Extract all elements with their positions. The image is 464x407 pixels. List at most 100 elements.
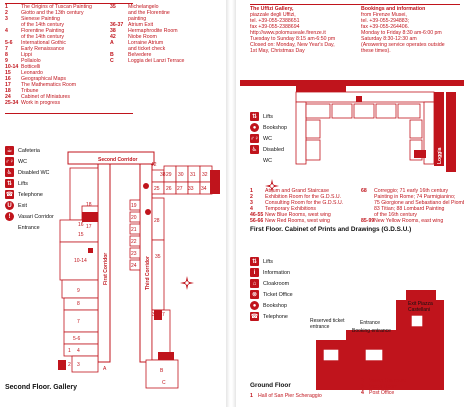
room-entry: 83 Titian; 88 Lombard Painting — [361, 206, 464, 212]
exit-icon: U — [5, 201, 14, 210]
room-label: 83 Titian; 88 Lombard Painting — [374, 206, 445, 212]
legend-item: ⇅Lifts — [250, 256, 293, 267]
second-corridor-label: Second Corridor — [98, 157, 138, 163]
room-33: 33 — [188, 186, 194, 192]
first-floor-title: First Floor. Cabinet of Prints and Drawi… — [250, 226, 412, 233]
info-line: Bookings and information — [361, 6, 426, 12]
info-line: Monday to Friday 8:30 am-6:00 pm — [361, 30, 442, 36]
room-entry: and ticket check — [110, 46, 184, 52]
room-10-14: 10-14 — [74, 258, 87, 264]
info-line: Saturday 8:30-12:30 am — [361, 36, 417, 42]
legend-item: ☎Telephone — [250, 311, 293, 322]
room-number: 1 — [250, 188, 253, 194]
lifts-icon — [88, 248, 93, 253]
room-25: 25 — [154, 186, 160, 192]
room-label: Atrium Exit — [128, 22, 154, 28]
room-number: 2 — [361, 378, 364, 384]
room-label: Pollaiolo — [21, 58, 41, 64]
legend-label: Lifts — [263, 258, 273, 265]
bottom-rule — [5, 113, 133, 114]
section-band — [240, 80, 464, 86]
legend-label: Lifts — [18, 180, 28, 187]
legend-label: Cafeteria — [18, 147, 40, 154]
info-line: piazzale degli Uffizi, — [250, 12, 296, 18]
gallery-contact-info: The Uffizi Gallery,piazzale degli Uffizi… — [250, 6, 335, 54]
legend-label: WC — [263, 157, 272, 164]
legend-label: Telephone — [18, 191, 43, 198]
room-label: of the 14th century — [21, 22, 64, 28]
room-16: 16 — [78, 222, 84, 228]
room-number: 42 — [110, 34, 116, 40]
room-label: Hermaphrodite Room — [128, 28, 178, 34]
room-label: and ticket check — [128, 46, 166, 52]
legend-label: Ticket Office — [263, 291, 293, 298]
room-entry: of the 14th century — [5, 22, 92, 28]
room-number: 25-34 — [5, 100, 19, 106]
room-number: 5-6 — [5, 40, 13, 46]
room-38: 38 — [160, 172, 166, 178]
room-label: Consulting Room for the G.D.S.U. — [265, 200, 344, 206]
room-number: 2 — [250, 194, 253, 200]
room-label: Hall of San Pier Scheraggio — [258, 393, 322, 399]
room-label: and the Florentine — [128, 10, 170, 16]
room-number: 3 — [5, 16, 8, 22]
room-label: Leonardo — [21, 70, 43, 76]
room-number: 4 — [250, 206, 253, 212]
room-label: Florentine Painting — [21, 28, 65, 34]
room-31: 31 — [190, 172, 196, 178]
room-number: 56-66 — [250, 218, 264, 224]
disabled-wc-icon: ♿ — [250, 145, 259, 154]
room-number: 4 — [361, 390, 364, 396]
room-label: Cabinet of Miniatures — [21, 94, 71, 100]
legend-label: Bookshop — [263, 124, 287, 131]
exit-label-2: Castellani — [408, 307, 430, 313]
compass-icon — [265, 179, 279, 193]
room-label: Early Renaissance — [21, 46, 65, 52]
room-4: 4 — [77, 348, 80, 354]
vasari-entrance-icon: ! — [5, 212, 14, 221]
legend-item: ☎Telephone — [5, 189, 54, 200]
room-entry: 75 Giorgione and Sebastiano del Piombo; — [361, 200, 464, 206]
room-entry: 7 Early Renaissance — [5, 46, 92, 52]
room-5-6: 5-6 — [73, 336, 80, 342]
lifts-icon: ⇅ — [5, 179, 14, 188]
room-21: 21 — [131, 227, 137, 233]
room-entry: Painting in Rome; 74 Parmigianino; — [361, 194, 464, 200]
room-17: 17 — [86, 224, 92, 230]
info-line: Closed on: Monday, New Year's Day, — [250, 42, 335, 48]
room-30: 30 — [178, 172, 184, 178]
room-27: 27 — [177, 186, 183, 192]
room-number: 3 — [361, 384, 364, 390]
legend-item: ⇅Lifts — [250, 111, 287, 122]
room-number: 7 — [5, 46, 8, 52]
wc-icon: ♂♀ — [5, 157, 14, 166]
legend-item: ♂♀WC — [250, 133, 287, 144]
entrance-label: Entrance — [360, 320, 380, 326]
ground-floor-title: Ground Floor — [250, 382, 291, 389]
exit-label: Exit Piazza — [408, 301, 433, 307]
room-35: 35 — [155, 254, 161, 260]
room-number: 8 — [5, 52, 8, 58]
cafeteria-icon: ☕ — [5, 146, 14, 155]
info-line: these times). — [361, 48, 391, 54]
room-label: New Yellow Rooms, east wing — [374, 218, 444, 224]
room-label: Tribune — [21, 88, 39, 94]
room-b: B — [160, 368, 164, 374]
room-23: 23 — [131, 251, 137, 257]
room-entry: of the 14th century — [5, 34, 92, 40]
information-icon: i — [250, 268, 259, 277]
